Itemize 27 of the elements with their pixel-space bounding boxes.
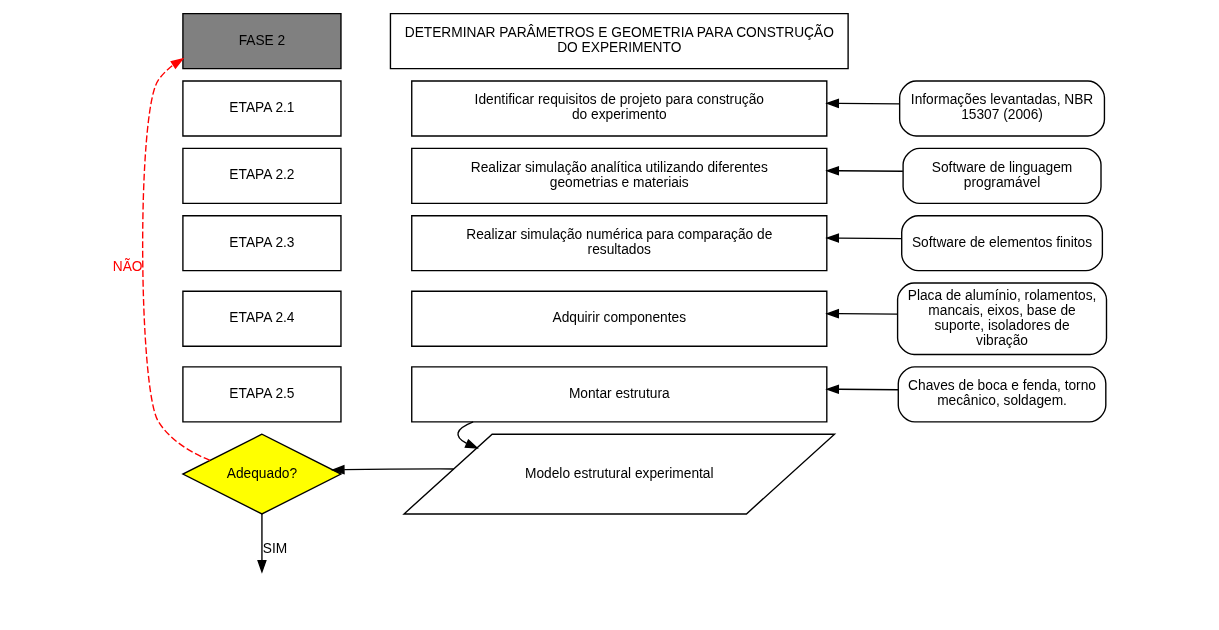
edge-label: SIM — [262, 541, 288, 557]
node-box: Realizar simulação analítica utilizando diferentes geometrias e materiais — [411, 147, 828, 204]
node-box: ETAPA 2.5 — [182, 366, 342, 423]
node-box: Software de linguagem programável — [902, 147, 1102, 204]
node-box: FASE 2 — [182, 12, 342, 70]
node-box: Realizar simulação numérica para comparação de resultados — [411, 215, 828, 272]
node-box: DETERMINAR PARÂMETROS E GEOMETRIA PARA CONSTRUÇÃO DO EXPERIMENTO — [389, 12, 849, 70]
node-box: Placa de alumínio, rolamentos, mancais, eixos, base de suporte, isoladores de vibração — [896, 282, 1108, 356]
node-box: ETAPA 2.4 — [182, 290, 342, 347]
arrow — [825, 233, 903, 243]
node-box: Identificar requisitos de projeto para construção do experimento — [411, 80, 828, 137]
arrow — [330, 464, 455, 475]
arrow — [825, 98, 901, 109]
arrow — [825, 165, 904, 176]
node-box: Software de elementos finitos — [901, 215, 1104, 272]
arrow — [142, 57, 211, 462]
arrow — [257, 513, 267, 574]
node-box: Montar estrutura — [411, 366, 828, 423]
node-box: ETAPA 2.1 — [182, 80, 342, 137]
arrow — [825, 308, 898, 319]
node-box: ETAPA 2.3 — [182, 215, 342, 272]
node-box: Adquirir componentes — [411, 290, 828, 347]
edge-label: NÃO — [112, 259, 143, 275]
node-box: Informações levantadas, NBR 15307 (2006) — [898, 80, 1106, 137]
arrow — [825, 384, 899, 395]
node-box: ETAPA 2.2 — [182, 147, 342, 204]
node-box: Chaves de boca e fenda, torno mecânico, soldagem. — [897, 366, 1107, 423]
